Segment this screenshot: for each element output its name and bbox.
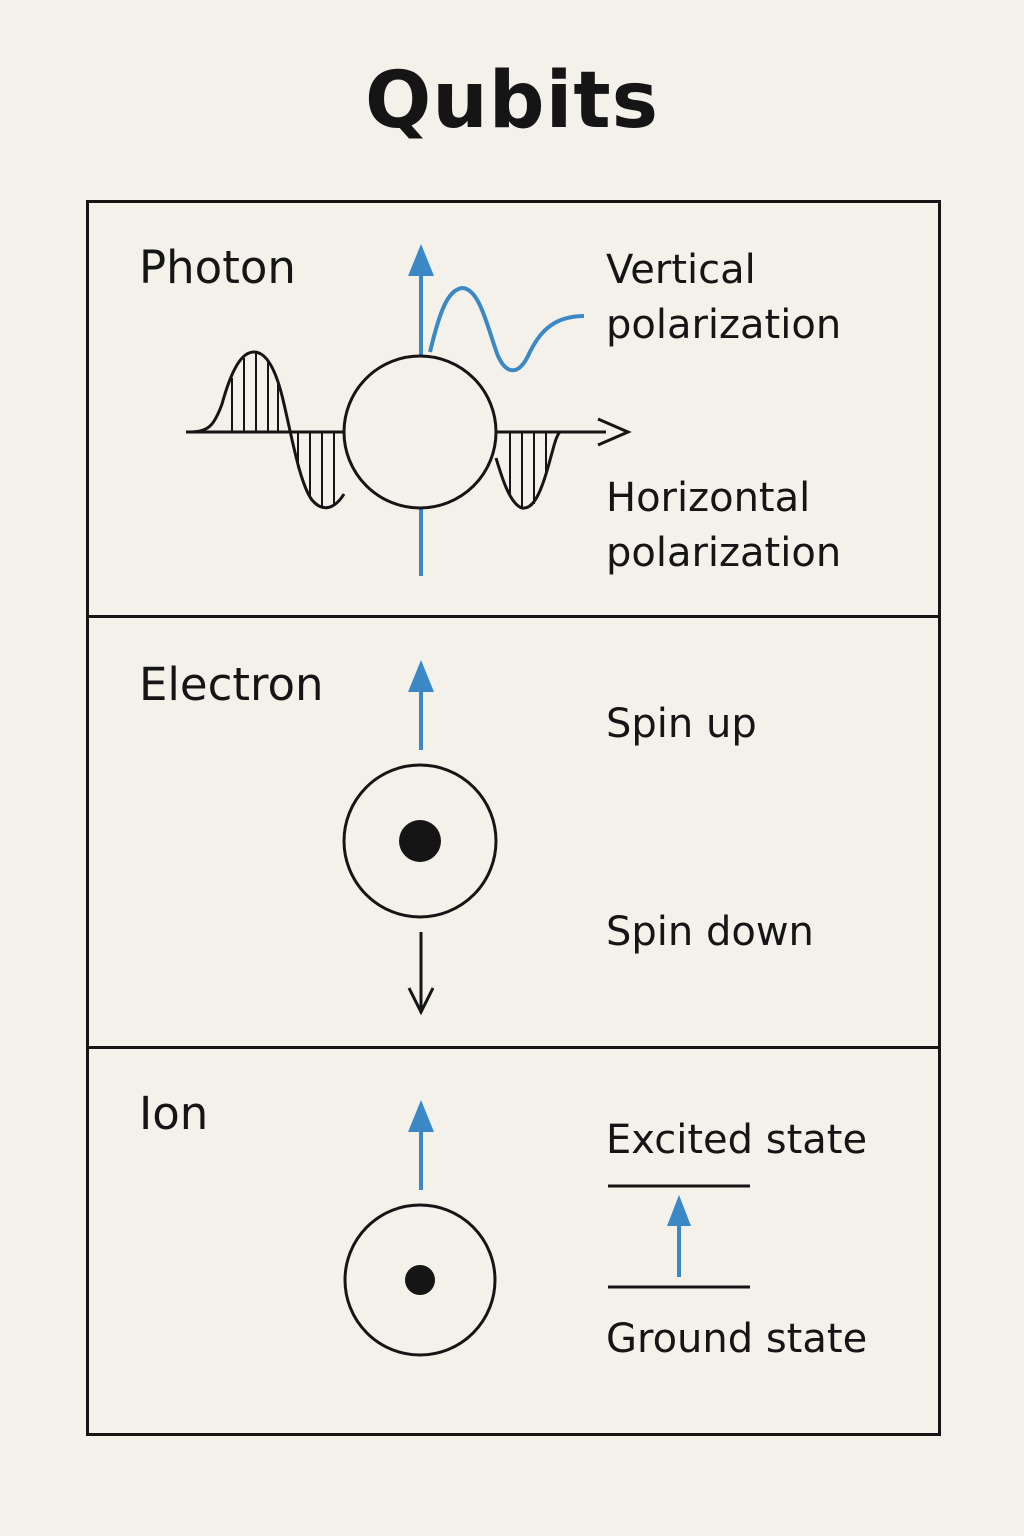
photon-diagram [186, 244, 632, 576]
electron-particle-icon [342, 763, 498, 919]
photon-particle-icon [342, 354, 498, 510]
vertical-wave-icon [428, 285, 585, 373]
electron-section-label: Electron [139, 658, 324, 711]
vertical-polarization-label: Vertical polarization [606, 247, 842, 349]
horizontal-wave-icon [189, 350, 562, 510]
section-divider-electron-ion [86, 1046, 938, 1049]
ion-diagram [343, 1100, 750, 1357]
ion-core-dot-icon [405, 1265, 435, 1295]
electron-core-dot-icon [399, 820, 441, 862]
electron-diagram [342, 660, 498, 1016]
horizontal-polarization-label: Horizontal polarization [606, 475, 842, 577]
ion-up-arrow-icon [408, 1100, 434, 1190]
section-divider-photon-electron [86, 615, 938, 618]
transition-arrow-icon [667, 1195, 691, 1277]
spin-up-label: Spin up [606, 701, 757, 747]
ground-state-label: Ground state [606, 1316, 868, 1362]
qubit-table-frame [86, 200, 941, 1436]
diagram-title: Qubits [364, 56, 660, 146]
spin-up-arrow-icon [408, 660, 434, 750]
spin-down-label: Spin down [606, 909, 814, 955]
photon-section-label: Photon [139, 241, 296, 294]
ion-section-label: Ion [139, 1087, 209, 1140]
ion-particle-icon [343, 1203, 497, 1357]
spin-down-arrow-icon [407, 932, 435, 1016]
excited-state-label: Excited state [606, 1117, 868, 1163]
